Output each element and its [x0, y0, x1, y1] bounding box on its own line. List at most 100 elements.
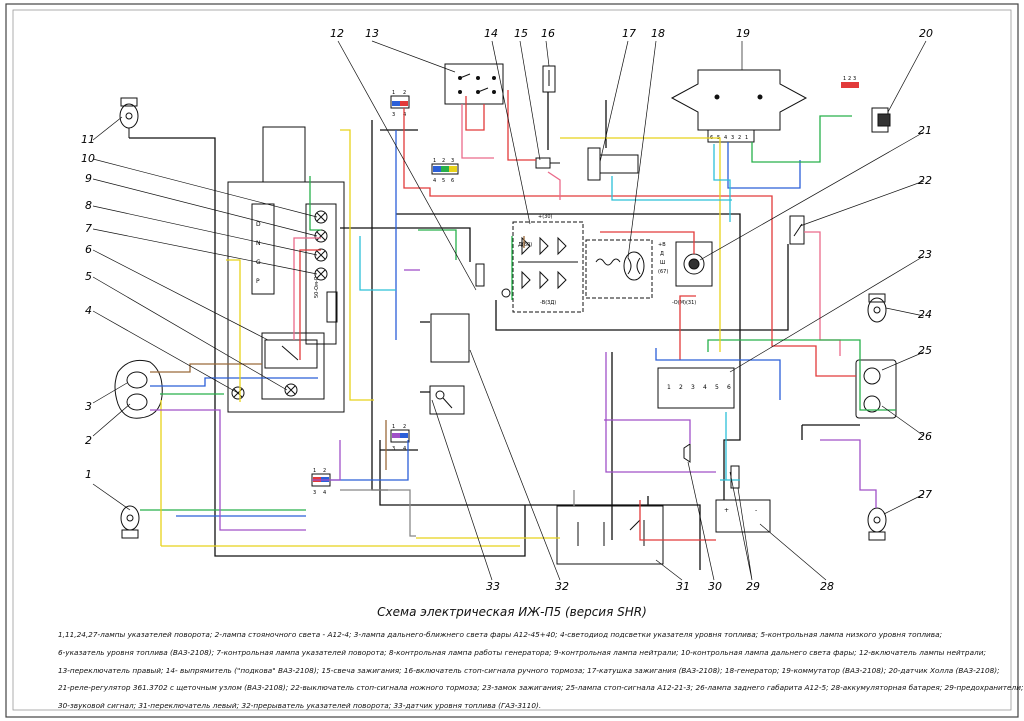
callout-26: 26	[918, 430, 932, 443]
svg-text:4: 4	[703, 384, 707, 391]
callout-15: 15	[514, 27, 528, 40]
callout-4: 4	[85, 304, 92, 317]
callout-1: 1	[85, 468, 92, 481]
callout-8: 8	[85, 199, 92, 212]
svg-text:2: 2	[442, 158, 445, 164]
svg-text:2: 2	[323, 468, 326, 474]
svg-text:2: 2	[403, 424, 406, 430]
svg-text:4: 4	[433, 178, 436, 184]
brake-switch-16	[542, 65, 556, 93]
callout-32: 32	[555, 580, 569, 593]
svg-text:4: 4	[403, 446, 406, 452]
relay-6	[264, 339, 318, 369]
svg-text:5: 5	[442, 178, 445, 184]
svg-text:3: 3	[451, 158, 454, 164]
svg-text:1: 1	[667, 384, 671, 391]
svg-text:6: 6	[727, 384, 731, 391]
gen-term-67: (67)	[658, 269, 668, 275]
legend-line: 30-звуковой сигнал; 31-переключатель лев…	[58, 701, 542, 711]
fuel-sensor-33	[429, 385, 465, 415]
tail-light-icon	[855, 359, 897, 419]
hall-pin-1: 1	[843, 76, 846, 82]
svg-text:1: 1	[313, 468, 316, 474]
diagram-title: Схема электрическая ИЖ-П5 (версия SHR)	[377, 605, 647, 619]
callout-29: 29	[746, 580, 760, 593]
ignition-lock-23	[657, 367, 735, 409]
svg-text:2: 2	[679, 384, 683, 391]
legend-line: 21-реле-регулятор 361.3702 с щеточным уз…	[58, 683, 1024, 693]
gear-letter-d: D	[256, 221, 261, 228]
headlight-icon	[114, 359, 163, 419]
lamp-9-neutral-icon	[314, 229, 328, 243]
commutator-19	[670, 69, 808, 143]
callout-12: 12	[330, 27, 344, 40]
svg-text:6: 6	[451, 178, 454, 184]
svg-text:2: 2	[403, 90, 406, 96]
callout-6: 6	[85, 243, 92, 256]
rectifier-d-label: Д(60)	[518, 242, 532, 248]
callout-14: 14	[484, 27, 498, 40]
turn-lamp-11-icon	[119, 97, 139, 138]
svg-text:1: 1	[392, 90, 395, 96]
lamp-8-generator-icon	[314, 248, 328, 262]
gen-minus-label: -О(М)(31)	[672, 300, 696, 306]
callout-labels: 1 2 3 4 5 6 7 8 9 10 11 12 13 14 15 16 1…	[81, 27, 933, 593]
callout-17: 17	[622, 27, 636, 40]
callout-2: 2	[85, 434, 92, 447]
rectifier-plus-label: +(30)	[538, 214, 553, 220]
generator-18	[585, 239, 653, 299]
fuel-gauge-label: 50-Ом-Ом	[314, 272, 320, 298]
connector-block-rear: 1 2 3 4	[311, 468, 331, 496]
ignition-pins: 1 2 3 4 5 6	[667, 384, 731, 391]
callout-10: 10	[81, 152, 95, 165]
lamp-10-high-beam-icon	[314, 210, 328, 224]
connector-block-middle: 1 2 3 4 5 6	[431, 158, 459, 184]
lamp-7-turn-icon	[314, 267, 328, 281]
svg-text:1: 1	[433, 158, 436, 164]
lamp-5-low-fuel-icon	[284, 383, 298, 397]
svg-text:3: 3	[731, 135, 734, 141]
battery-28: + -	[715, 499, 771, 533]
callout-23: 23	[918, 248, 932, 261]
svg-text:3: 3	[392, 446, 395, 452]
legend-line: 1,11,24,27-лампы указателей поворота; 2-…	[58, 630, 943, 639]
fuse-29	[730, 465, 740, 489]
instrument-cluster	[227, 126, 345, 413]
callout-27: 27	[918, 488, 932, 501]
callout-22: 22	[918, 174, 932, 187]
svg-text:3: 3	[691, 384, 695, 391]
turn-flasher-32	[430, 313, 470, 363]
svg-text:1: 1	[745, 135, 748, 141]
svg-text:+: +	[724, 507, 729, 514]
callout-16: 16	[541, 27, 555, 40]
callout-3: 3	[85, 400, 92, 413]
gear-letter-n: N	[256, 240, 261, 247]
ignition-coil-17	[587, 147, 639, 181]
horn-30-icon	[683, 443, 691, 463]
callout-31: 31	[676, 580, 690, 593]
callout-13: 13	[365, 27, 379, 40]
indicator-lamps	[231, 210, 328, 400]
callout-28: 28	[820, 580, 834, 593]
svg-text:3: 3	[392, 112, 395, 118]
left-switch-31	[556, 505, 664, 565]
legend: 1,11,24,27-лампы указателей поворота; 2-…	[58, 626, 1024, 715]
outer-frame	[5, 3, 1019, 718]
callout-7: 7	[85, 222, 92, 235]
callout-25: 25	[918, 344, 932, 357]
foot-brake-switch-22	[789, 215, 805, 245]
callout-18: 18	[651, 27, 665, 40]
svg-text:1: 1	[392, 424, 395, 430]
callout-30: 30	[708, 580, 722, 593]
callout-11: 11	[81, 133, 95, 146]
hall-connector-color	[841, 82, 859, 88]
connector-block-upper: 1 2 3 4	[390, 90, 410, 118]
callout-24: 24	[918, 308, 932, 321]
neutral-switch-12	[475, 263, 511, 298]
callout-5: 5	[85, 270, 92, 283]
right-switch-13	[444, 63, 504, 105]
gen-term-b: +В	[658, 242, 666, 248]
gen-term-d: Д	[660, 251, 664, 257]
legend-line: 6-указатель уровня топлива (ВАЗ-2108); 7…	[58, 647, 986, 657]
